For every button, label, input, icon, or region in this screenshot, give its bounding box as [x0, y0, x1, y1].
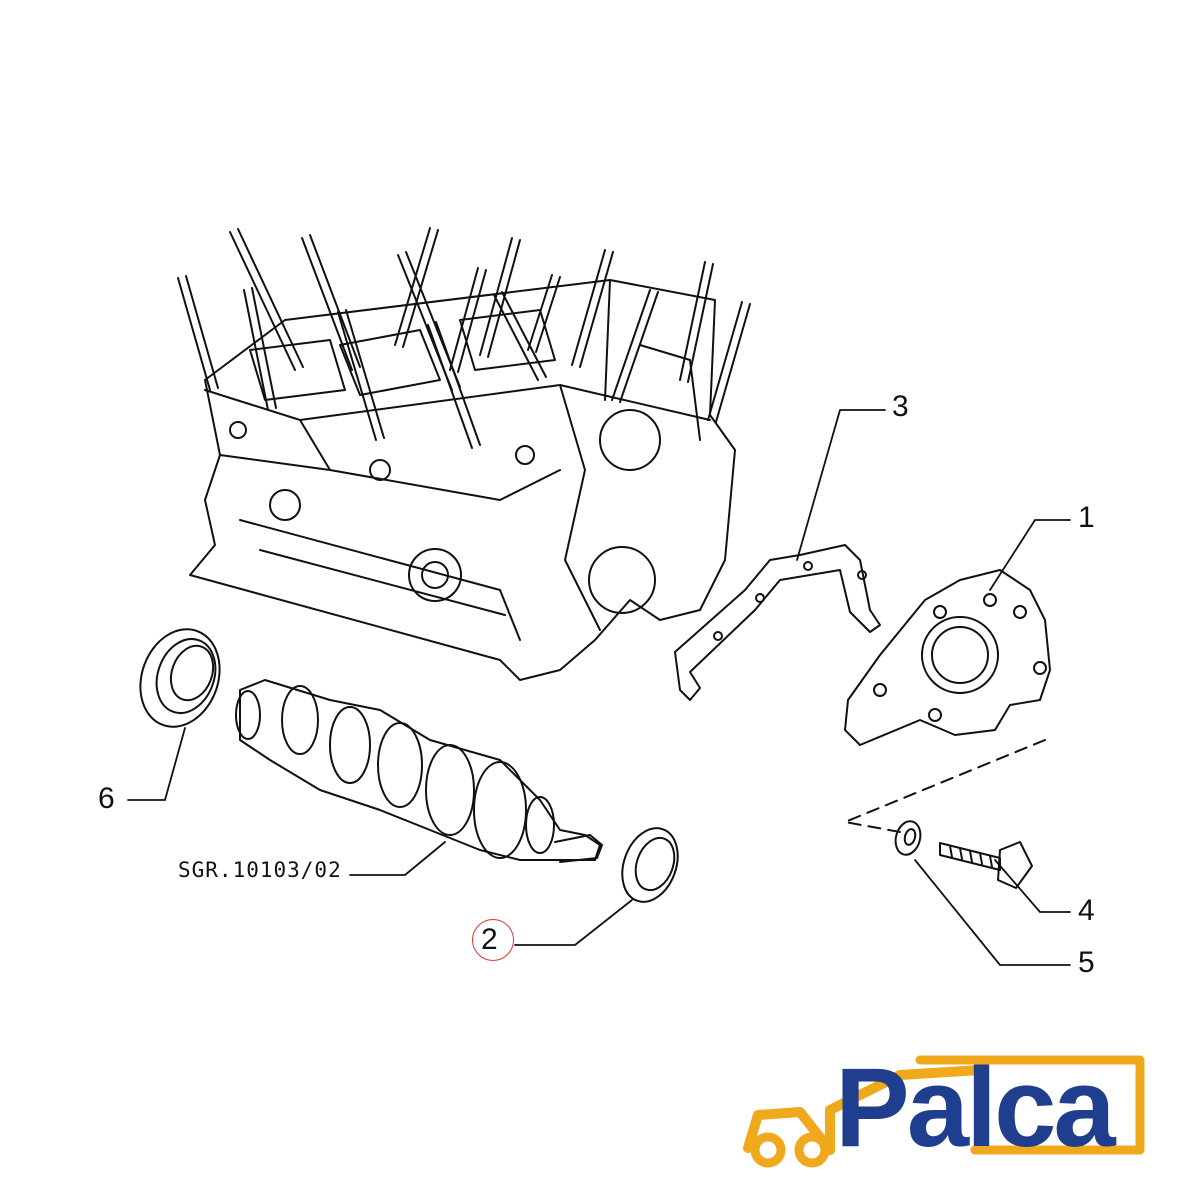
- engine-block: [189, 279, 736, 681]
- cover-bolt: [939, 841, 1033, 889]
- brand-name: Palca: [835, 1045, 1116, 1170]
- cylinder-head-studs: [177, 227, 751, 449]
- leader-lines: [127, 409, 1071, 966]
- rear-cover-gasket: [674, 544, 881, 701]
- truck-logo-icon: [743, 1055, 1145, 1168]
- callout-5: 5: [1078, 946, 1095, 979]
- callout-6: 6: [98, 782, 115, 815]
- assembly-dashed-line: [844, 739, 1046, 833]
- callout-1: 1: [1078, 501, 1095, 534]
- callout-3: 3: [892, 390, 909, 423]
- callout-4: 4: [1078, 894, 1095, 927]
- brand-logo: Palca: [740, 1050, 1150, 1180]
- drawing-reference-code: SGR.10103/02: [178, 858, 342, 882]
- washer: [894, 820, 922, 856]
- callout-2-highlight-circle: [472, 919, 514, 961]
- front-oil-seal: [139, 628, 221, 728]
- crankshaft: [235, 679, 603, 863]
- rear-oil-seal: [621, 827, 679, 903]
- rear-main-bearing-cover: [844, 569, 1051, 746]
